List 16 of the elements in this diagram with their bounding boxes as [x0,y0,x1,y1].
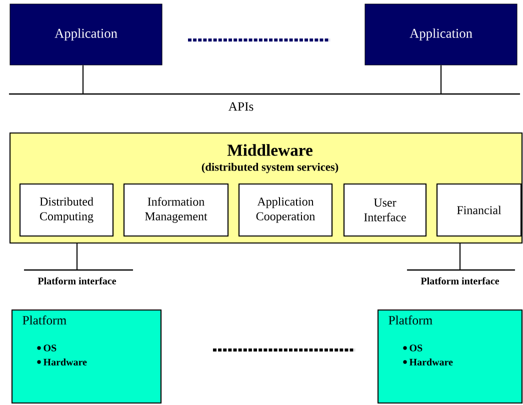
connector-line [76,244,78,270]
platform-box: Platform OS Hardware [11,309,162,404]
service-box: Financial [436,183,522,237]
interface-bar: Platform interface [407,269,515,284]
application-box: Application [364,4,518,66]
api-bar: APIs [9,93,520,111]
service-box: Distributed Computing [19,183,114,237]
service-box: User Interface [343,183,427,237]
application-box: Application [10,4,162,66]
connector-line [82,65,84,94]
service-box: Application Cooperation [238,183,333,237]
service-box: Information Management [123,183,229,237]
platform-box: Platform OS Hardware [377,309,523,404]
connector-line [459,244,461,270]
connector-line [440,65,442,94]
interface-bar: Platform interface [24,269,133,284]
